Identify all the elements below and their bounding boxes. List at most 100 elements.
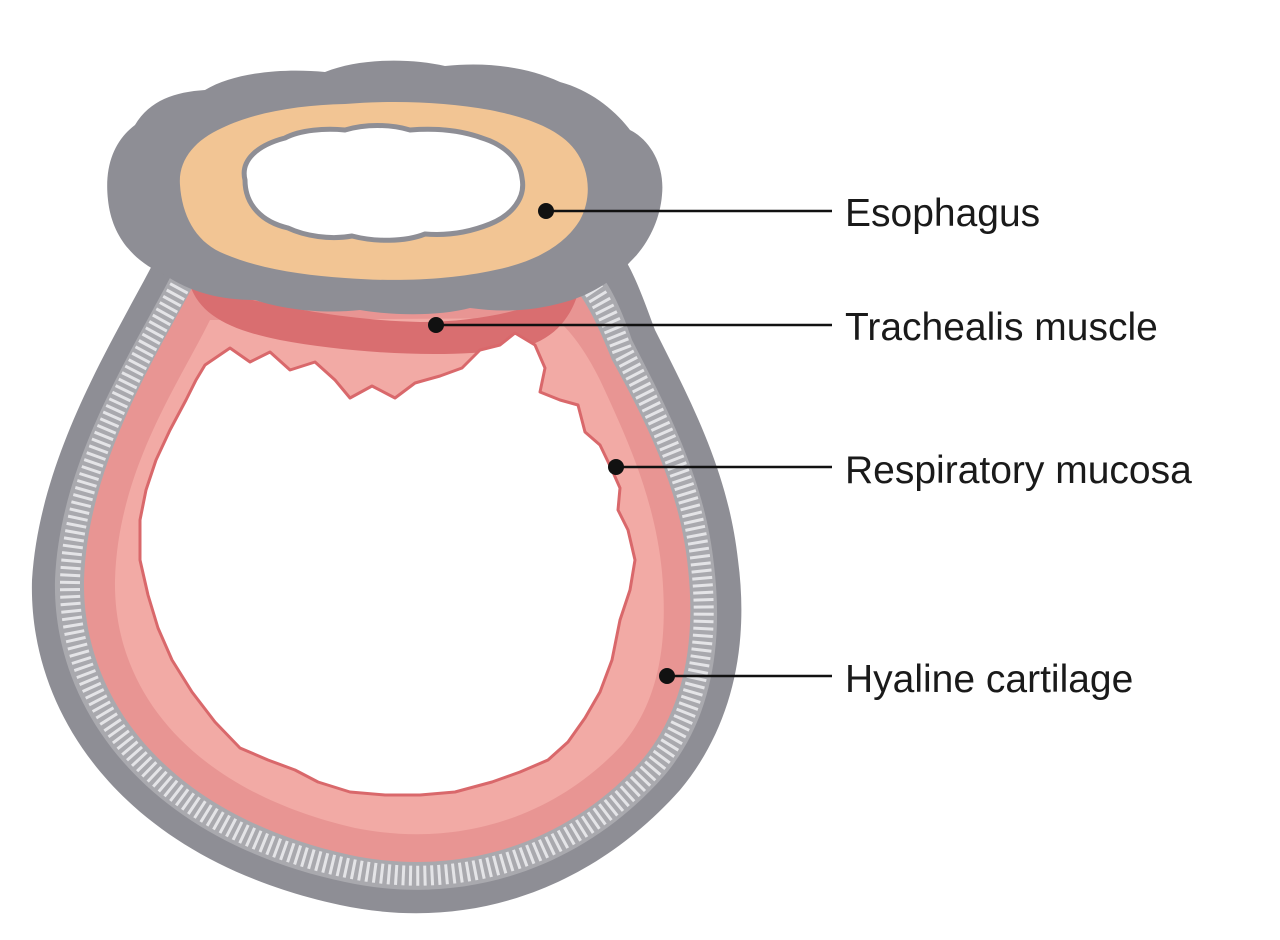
leader-mucosa — [608, 459, 832, 475]
cartilage-stripe — [62, 543, 84, 550]
cartilage-stripe — [357, 860, 364, 881]
cartilage-stripe — [107, 723, 126, 739]
cartilage-stripe — [111, 729, 130, 745]
cartilage-stripe — [169, 282, 189, 295]
cartilage-stripe — [71, 500, 92, 509]
cartilage-stripe — [683, 517, 704, 525]
tracheal-lumen — [138, 331, 637, 797]
cartilage-stripe — [619, 785, 636, 803]
cartilage-stripe — [328, 854, 337, 875]
cartilage-stripe — [478, 858, 486, 880]
cartilage-stripe — [690, 654, 711, 661]
cartilage-stripe — [342, 857, 350, 878]
cartilage-stripe — [437, 864, 442, 886]
cartilage-stripe — [61, 558, 82, 564]
cartilage-stripe — [609, 794, 625, 812]
cartilage-stripe — [95, 706, 115, 720]
cartilage-stripe — [580, 815, 595, 834]
cartilage-stripe — [155, 307, 175, 320]
cartilage-stripe — [61, 608, 82, 614]
cartilage-stripe — [286, 842, 296, 863]
cartilage-stripe — [485, 857, 493, 878]
cartilage-stripe — [85, 688, 105, 700]
cartilage-stripe — [639, 765, 657, 782]
cartilage-stripe — [386, 864, 392, 885]
cartilage-stripe — [693, 590, 714, 595]
cartilage-stripe — [91, 437, 112, 448]
cartilage-stripe — [130, 751, 148, 767]
cartilage-stripe — [591, 296, 611, 310]
cartilage-stripe — [647, 414, 668, 426]
trachealis-muscle — [190, 285, 580, 355]
cartilage-stripe — [550, 833, 563, 853]
cartilage-stripe — [644, 407, 665, 419]
cartilage-stripe — [121, 740, 139, 756]
cartilage-stripe — [231, 821, 244, 841]
cartilage-stripe — [65, 635, 86, 644]
cartilage-stripe — [99, 417, 120, 428]
cartilage-stripe — [688, 668, 709, 675]
cartilage-stripe — [471, 860, 479, 881]
cartilage-stripe — [314, 851, 323, 872]
cartilage-stripe — [102, 410, 123, 422]
cartilage-stripe — [693, 598, 714, 602]
cartilage-stripe — [691, 647, 712, 653]
cartilage-stripe — [644, 760, 662, 776]
cartilage-stripe — [556, 829, 570, 849]
cartilage-stripe — [131, 351, 151, 364]
cartilage-stripe — [628, 375, 648, 388]
cartilage-stripe — [379, 863, 385, 884]
cartilage-stripe — [693, 626, 714, 631]
cartilage-stripe — [157, 775, 173, 793]
cartilage-stripe — [199, 804, 213, 823]
cartilage-stripe — [674, 482, 695, 492]
cartilage-stripe — [518, 847, 529, 867]
cartilage-stripe — [512, 849, 522, 870]
cartilage-stripe — [321, 852, 330, 873]
cartilage-stripe — [163, 779, 179, 798]
cartilage-stripe — [676, 489, 697, 498]
cartilage-stripe — [76, 669, 97, 680]
cartilage-stripe — [94, 430, 114, 442]
cartilage-stripe — [72, 493, 93, 502]
cartilage-stripe — [692, 583, 713, 588]
cartilage-stripe — [105, 404, 126, 416]
cartilage-stripe — [88, 444, 109, 455]
cartilage-stripe — [678, 701, 699, 711]
cartilage-stripe — [667, 726, 687, 739]
cartilage-stripe — [67, 642, 88, 651]
cartilage-stripe — [108, 397, 129, 409]
cartilage-stripe — [652, 749, 671, 765]
cartilage-stripe — [656, 744, 676, 758]
cartilage-stripe — [586, 811, 601, 830]
cartilage-stripe — [69, 507, 90, 515]
cartilage-stripe — [81, 465, 102, 475]
cartilage-stripe — [61, 551, 83, 557]
cartilage-stripe — [279, 840, 289, 861]
cartilage-stripe — [60, 573, 81, 578]
cartilage-stripe — [692, 640, 713, 646]
cartilage-stripe — [126, 745, 143, 762]
cartilage-stripe — [169, 784, 184, 802]
cartilage-stripe — [138, 339, 158, 352]
cartilage-stripe — [598, 310, 618, 322]
cartilage-stripe — [349, 859, 357, 880]
cartilage-stripe — [615, 349, 635, 362]
cartilage-stripe — [611, 344, 632, 355]
cartilage-stripe — [588, 290, 608, 304]
cartilage-stripe — [91, 700, 111, 713]
cartilage-stripe — [671, 475, 692, 485]
cartilage-stripe — [371, 862, 378, 883]
cartilage-stripe — [614, 790, 630, 808]
pointer-dot-mucosa — [608, 459, 624, 475]
cartilage-stripe — [307, 849, 316, 870]
cartilage-stripe — [187, 796, 201, 815]
cartilage-stripe — [663, 732, 683, 746]
cartilage-stripe — [128, 358, 148, 371]
cartilage-stripe — [629, 775, 647, 793]
cartilage-stripe — [73, 662, 94, 673]
cartilage-stripe — [505, 851, 515, 872]
cartilage-stripe — [146, 765, 163, 783]
cartilage-stripe — [618, 355, 638, 368]
